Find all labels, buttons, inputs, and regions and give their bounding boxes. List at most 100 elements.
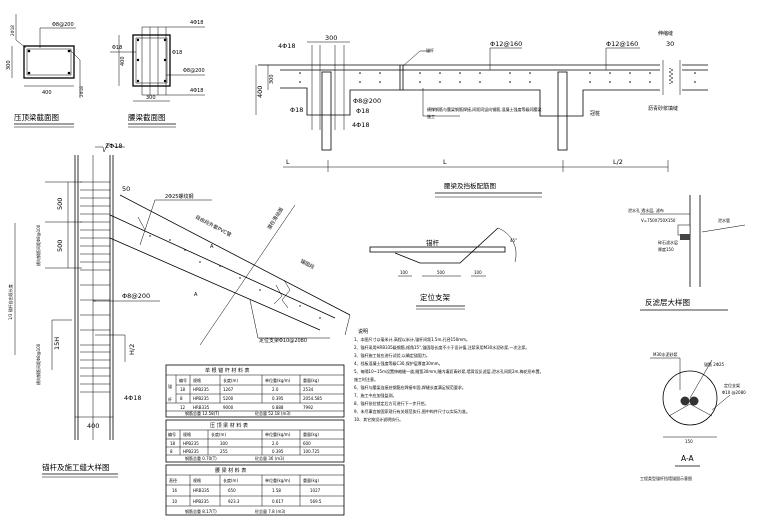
table-cell: HPB235 bbox=[193, 387, 209, 392]
spacer-detail: 锚杆 100 500 100 45° 定位支架 bbox=[369, 227, 517, 310]
side-label-3: 横向钢筋间距Φ8@100 bbox=[35, 343, 41, 385]
table-side: 杆 bbox=[168, 396, 172, 402]
dim-50: 50 bbox=[122, 185, 130, 193]
stirrup-label: Φ8@200 bbox=[52, 22, 74, 28]
bar-label: 锚筋 2Φ25 bbox=[704, 361, 725, 367]
material-tables: 单 根 锚 杆 材 料 表 锚 杆 编号 规格 长度(m) 单位重(kg/m) … bbox=[165, 364, 345, 516]
bar-label: 锚杆 bbox=[426, 238, 440, 247]
anchor-bar-label: 2Φ25螺纹钢 bbox=[165, 193, 193, 200]
grout-label: M30水泥砂浆 bbox=[653, 351, 678, 357]
spacer-title: 定位支架 bbox=[420, 292, 450, 302]
table-cell: HRB335 bbox=[193, 405, 210, 410]
table-cell: 9000 bbox=[223, 405, 234, 410]
top-bar-label: 4Φ18 bbox=[278, 42, 296, 50]
free-section-label: 自由段外套PVC管 bbox=[194, 214, 233, 239]
angle-label: 45° bbox=[510, 238, 517, 243]
table-cell: 8 bbox=[170, 449, 173, 454]
spacer-label: 定位支架 bbox=[724, 382, 740, 388]
bottom-bar-label: 4Φ18 bbox=[190, 88, 203, 94]
note-line: 6、锚杆与腰梁连接处钢筋应焊接牢固,焊缝长度满足规范要求。 bbox=[354, 384, 466, 390]
table-footer: 砼总量 7.8 (m3) bbox=[255, 508, 286, 514]
table-cell: 300 bbox=[220, 441, 228, 446]
table-header: 长度(m) bbox=[223, 477, 238, 483]
section-title: 腰梁截面图 bbox=[128, 112, 166, 122]
note-line: 10、其它按设计说明执行。 bbox=[354, 416, 403, 422]
table-cell: 1027 bbox=[310, 488, 321, 493]
table-cell: HPB235 bbox=[183, 441, 199, 446]
note-line: 施工时注意。 bbox=[354, 376, 378, 382]
table-header: 重量(kg) bbox=[303, 377, 319, 383]
table-footer: 砼总量 52.18 (m3) bbox=[255, 410, 291, 416]
table-side: 锚 bbox=[168, 383, 172, 389]
table-header: 单位重(kg/m) bbox=[265, 431, 291, 437]
table-cell: 5200 bbox=[223, 396, 234, 401]
height-dim: 400 bbox=[120, 56, 126, 66]
table-title: 压 顶 梁 材 料 表 bbox=[210, 422, 248, 429]
dim-2: 500 bbox=[437, 270, 445, 275]
table-header: 规格 bbox=[193, 377, 201, 383]
bottom-bar-label: 4Φ18 bbox=[124, 394, 142, 402]
note-line: 8、锚杆张拉锁定后方可进行下一步开挖。 bbox=[354, 400, 429, 406]
table-cell: HPB235 bbox=[193, 499, 209, 504]
section-mark-a2: A bbox=[194, 292, 198, 298]
height-slab-dim: 300 bbox=[269, 74, 275, 84]
note-line: 9、未尽事宜按国家现行有关规范执行,图中构件尺寸以实际为准。 bbox=[354, 408, 470, 414]
table-footer: 钢筋总重 8.17(T) bbox=[185, 508, 217, 514]
bar1-label: Φ12@160 bbox=[490, 40, 522, 48]
table-cell: HRB335 bbox=[193, 488, 210, 493]
table-cell: 255 bbox=[220, 449, 228, 454]
table-header: 单位重(kg/m) bbox=[265, 477, 291, 483]
side-label-1: 1/3 锚杆自由段长度 bbox=[7, 284, 13, 320]
side-left-label: Φ18 bbox=[290, 106, 303, 114]
h15-dim: 15H bbox=[53, 337, 61, 350]
table-cell: HPB235 bbox=[193, 396, 209, 401]
height-dim: 300 bbox=[6, 60, 12, 70]
top-bar-label: 4Φ18 bbox=[190, 20, 203, 26]
height-total-dim: 400 bbox=[256, 86, 264, 98]
col-width-dim: 300 bbox=[325, 34, 337, 42]
dim-1: 100 bbox=[400, 270, 408, 275]
top-bar-label: 2Φ18 bbox=[105, 142, 123, 150]
pile-label: 冠桩 bbox=[590, 110, 600, 117]
joint-label: 伸缩缝 bbox=[658, 30, 673, 37]
side-right-label: Φ18 bbox=[356, 107, 369, 115]
dim-l2: L bbox=[443, 158, 447, 166]
table-header: 编号 bbox=[168, 431, 176, 437]
caption: 工程类型锚杆挡墙锚固示意图 bbox=[640, 475, 692, 481]
filter-title: 反滤层大样图 bbox=[645, 297, 690, 307]
table-footer: 钢筋总重 0.70(T) bbox=[185, 455, 217, 461]
dim-l1: L bbox=[286, 158, 290, 166]
table-cell: 0.395 bbox=[272, 449, 284, 454]
table-cell: 1267 bbox=[223, 387, 234, 392]
elevation-title: 腰梁及挡板配筋图 bbox=[444, 181, 496, 190]
capping-beam-section: Φ8@200 400 300 2Φ18 2Φ18 压顶梁截面图 bbox=[6, 14, 84, 128]
table-cell: 2534 bbox=[303, 387, 314, 392]
dim-500a: 500 bbox=[56, 198, 64, 210]
beam-elevation: 300 4Φ18 锚杆 Φ12@160 Φ12@160 伸缩缝 30 400 3… bbox=[255, 30, 708, 198]
bottom-bar-label: 4Φ18 bbox=[352, 121, 370, 129]
side-label-2: 横向钢筋间距Φ8@100 bbox=[35, 224, 41, 266]
h2-dim: H/2 bbox=[128, 344, 136, 355]
table-footer: 钢筋总重 12.58(T) bbox=[185, 410, 220, 416]
label-5: 泄水管 bbox=[718, 217, 730, 223]
notes: 说明 1、本图尺寸以毫米计,高程以米计,锚杆间距1.5m,孔径150mm。 2、… bbox=[354, 328, 544, 422]
table-cell: 7992 bbox=[303, 405, 314, 410]
stirrup-label: Φ8@200 bbox=[183, 68, 205, 74]
joint-fill-label: 沥青砂浆填缝 bbox=[648, 105, 678, 112]
note-line: 3、锚杆施工前应进行试验,以确定锚固力。 bbox=[354, 352, 430, 358]
table-header: 规格 bbox=[183, 431, 191, 437]
side-bar2-label: Φ18 bbox=[172, 50, 182, 56]
width-dim: 400 bbox=[42, 90, 52, 96]
anchor-detail: 50 2Φ25螺纹钢 自由段外套PVC管 潜在滑动面 锚固段 定位支架Φ10@2… bbox=[7, 142, 351, 478]
table-footer: 砼总量 36 (m3) bbox=[255, 455, 285, 461]
table-cell: 16 bbox=[172, 488, 178, 493]
anchor-section-label: 锚固段 bbox=[299, 258, 316, 271]
stirrup-label: Φ8@200 bbox=[122, 292, 150, 300]
table-cell: HPB235 bbox=[183, 449, 199, 454]
label-1: 泄水孔 透水层, 滤布 bbox=[628, 207, 664, 213]
beam-note-2: 施工 bbox=[427, 113, 435, 119]
table-cell: 18 bbox=[180, 387, 186, 392]
notes-heading: 说明 bbox=[358, 328, 368, 335]
label-4: 厚度150 bbox=[658, 246, 674, 252]
joint-width-dim: 30 bbox=[666, 40, 674, 48]
